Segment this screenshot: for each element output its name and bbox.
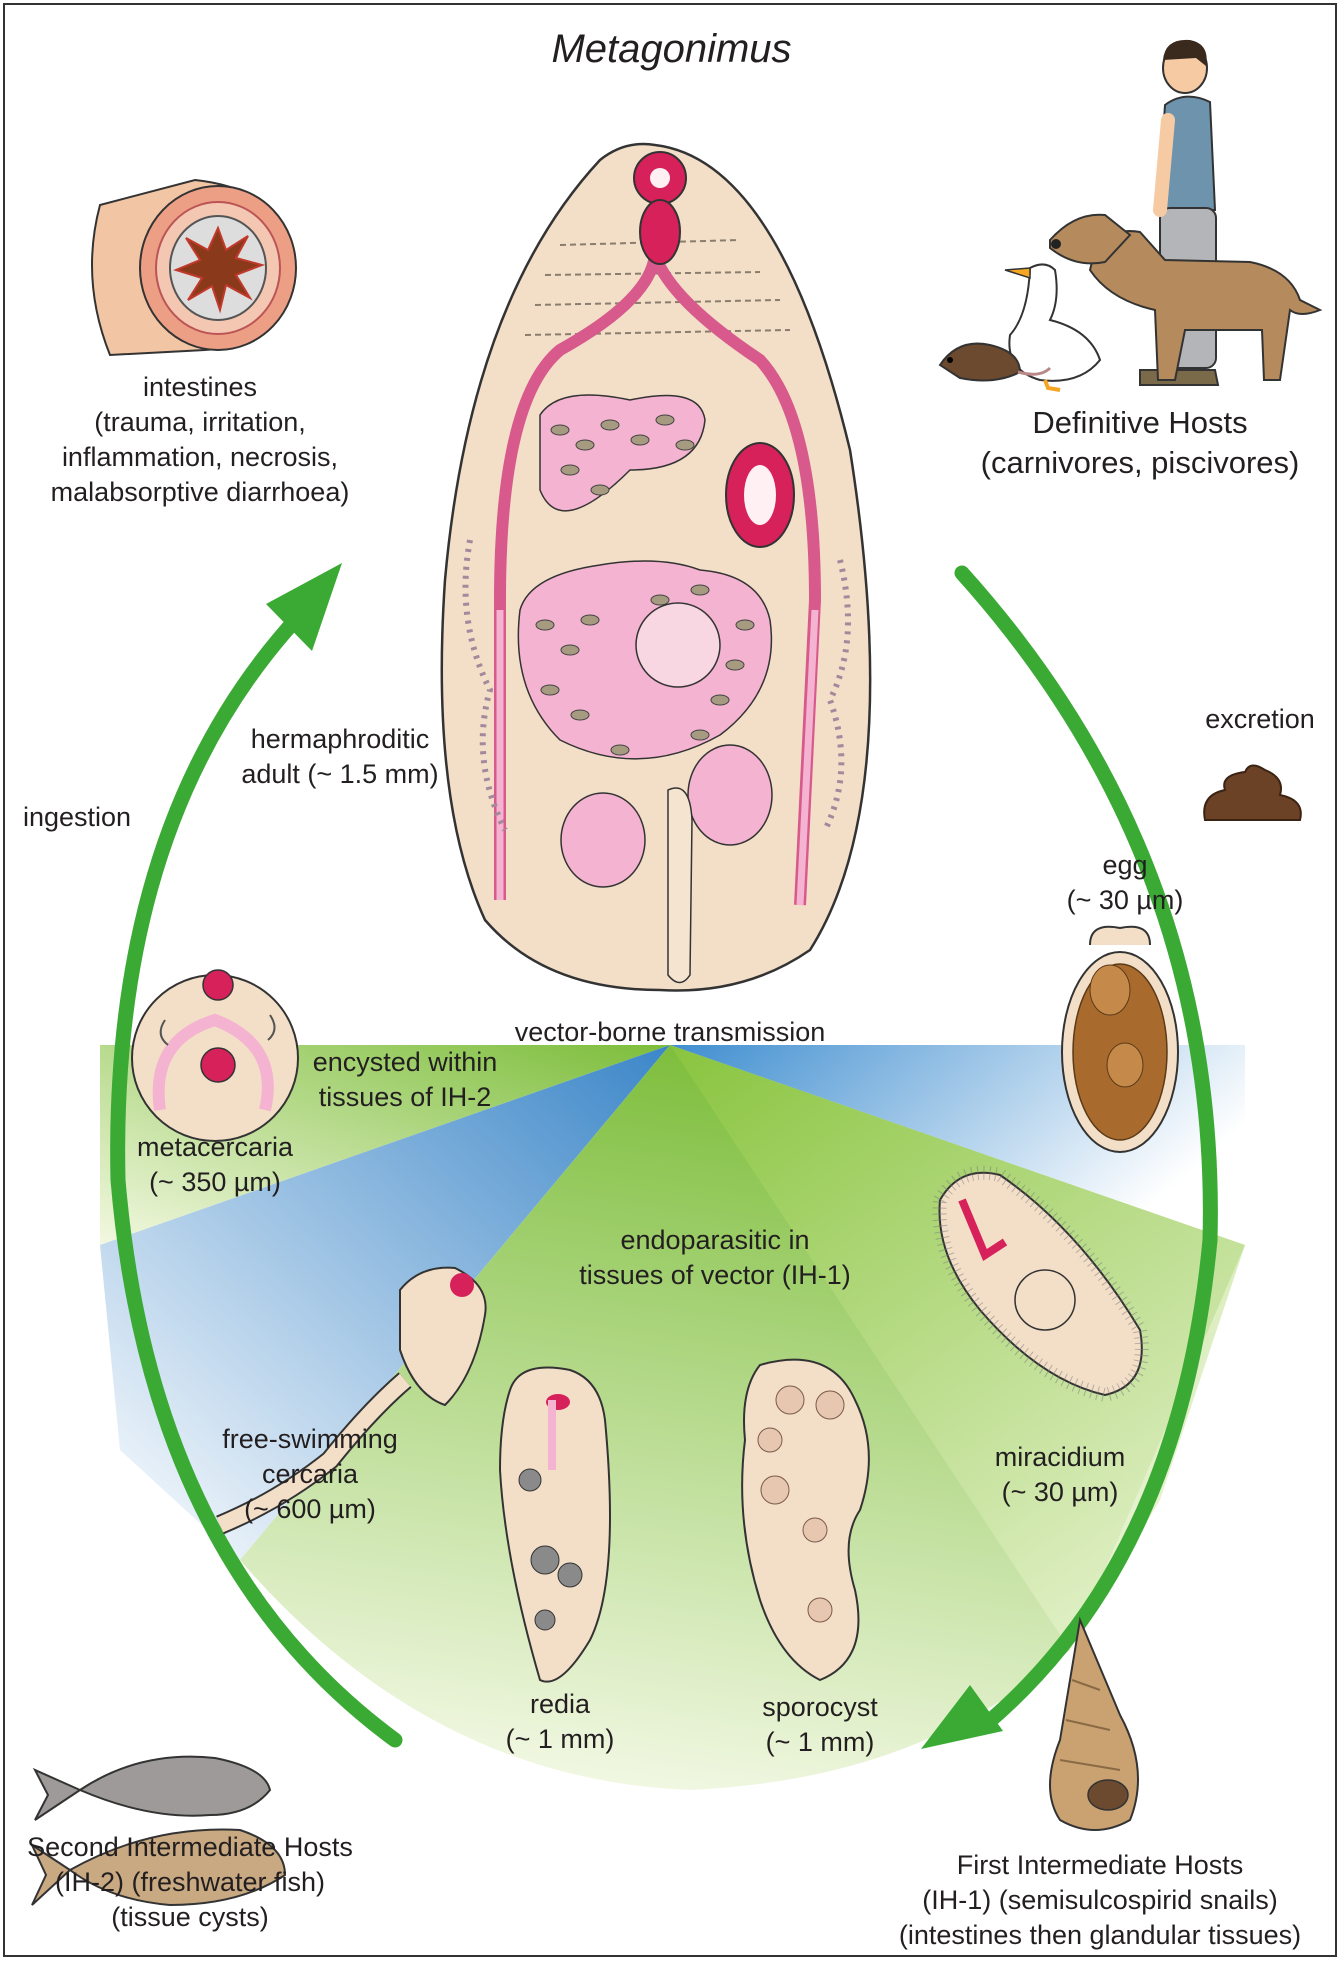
label-cercaria: free-swimming cercaria (~ 600 µm) [205, 1422, 415, 1527]
label-second-intermediate-hosts: Second Intermediate Hosts (IH-2) (freshw… [10, 1830, 370, 1935]
egg-illustration [1062, 927, 1178, 1152]
metacercaria-illustration [132, 970, 298, 1141]
label-encysted: encysted within tissues of IH-2 [290, 1045, 520, 1115]
label-vector-borne: vector-borne transmission [480, 1015, 860, 1050]
diagram-title: Metagonimus [0, 25, 1343, 73]
label-excretion: excretion [1190, 702, 1330, 737]
label-first-intermediate-hosts: First Intermediate Hosts (IH-1) (semisul… [880, 1848, 1320, 1953]
label-metacercaria: metacercaria (~ 350 µm) [115, 1130, 315, 1200]
label-definitive-hosts: Definitive Hosts (carnivores, piscivores… [960, 403, 1320, 483]
label-intestines: intestines (trauma, irritation, inflamma… [40, 370, 360, 510]
label-miracidium: miracidium (~ 30 µm) [960, 1440, 1160, 1510]
label-ingestion: ingestion [12, 800, 142, 835]
dung-icon [1204, 765, 1301, 820]
label-redia: redia (~ 1 mm) [485, 1687, 635, 1757]
label-sporocyst: sporocyst (~ 1 mm) [735, 1690, 905, 1760]
label-adult: hermaphroditic adult (~ 1.5 mm) [215, 722, 465, 792]
adult-fluke-illustration [442, 144, 870, 991]
intestine-cross-section-icon [92, 180, 296, 355]
label-endoparasitic: endoparasitic in tissues of vector (IH-1… [565, 1223, 865, 1293]
label-egg: egg (~ 30 µm) [1050, 848, 1200, 918]
